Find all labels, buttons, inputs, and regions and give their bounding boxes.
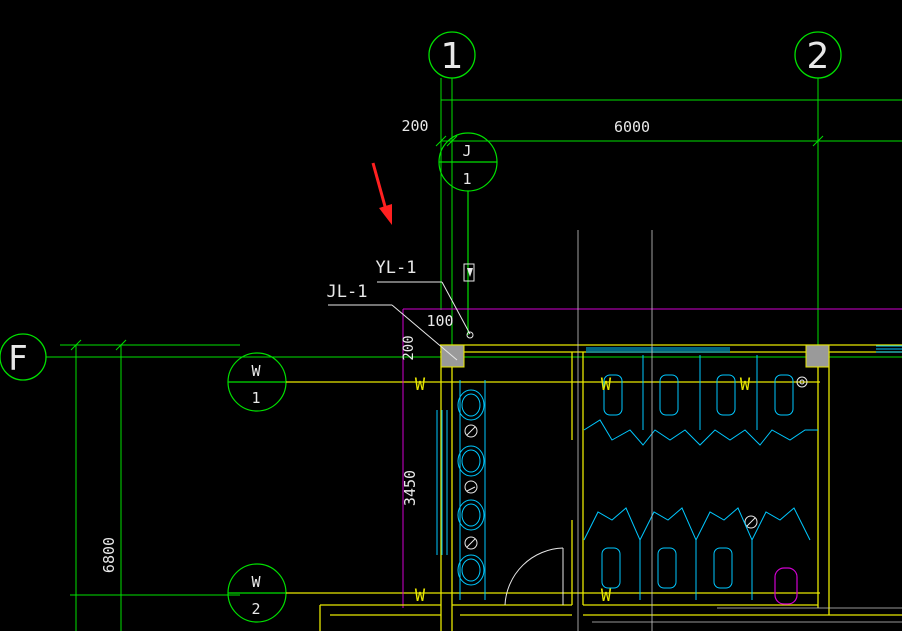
dimension-tick — [115, 339, 127, 351]
floor-drain — [744, 515, 758, 529]
windows — [436, 345, 902, 600]
valve-icon — [467, 268, 473, 277]
floor-drain — [464, 480, 478, 494]
toilet-stalls-top — [583, 355, 818, 446]
dimension-6000: 6000 — [614, 118, 650, 136]
columns — [440, 344, 830, 368]
drain-bubble-w2-top: W — [251, 573, 261, 591]
dimension-200-top: 200 — [401, 117, 428, 135]
jl-leader-diagonal — [391, 304, 458, 361]
drain-marker: W — [415, 586, 426, 606]
accessible-toilet — [774, 567, 798, 605]
drain-marker: W — [601, 375, 612, 395]
drain-marker: W — [740, 375, 751, 395]
pipe-label-jl: JL-1 — [327, 282, 368, 302]
axis-label-2: 2 — [807, 36, 830, 77]
riser-bubble-j1-bottom: 1 — [462, 170, 471, 188]
floor-drain — [464, 424, 478, 438]
toilet-bowl — [713, 547, 733, 589]
washbasin — [457, 389, 485, 421]
toilet-bowl — [657, 547, 677, 589]
drain-bubbles — [227, 352, 287, 623]
toilet-stalls-bottom — [583, 507, 811, 600]
axis-bubble-2 — [794, 31, 842, 79]
floor-drain — [464, 536, 478, 550]
axis-label-f: F — [8, 339, 28, 379]
axis-bubbles — [0, 31, 842, 381]
door-swing — [504, 547, 564, 606]
dimension-lines — [60, 99, 902, 631]
toilet-bowl — [774, 374, 794, 416]
toilet-bowl — [716, 374, 736, 416]
dimension-tick — [435, 135, 447, 147]
washbasins — [457, 389, 485, 586]
walls — [319, 344, 902, 631]
axis-bubble-1 — [428, 31, 476, 79]
column-2 — [805, 344, 830, 368]
drain-bubble-w2-bottom: 2 — [251, 600, 260, 618]
toilet-bowl — [603, 374, 623, 416]
dimension-200-side: 200 — [401, 335, 417, 360]
boundary-lines — [402, 308, 902, 608]
yl-leader-diagonal — [441, 281, 471, 335]
dimension-tick — [812, 135, 824, 147]
toilet-bowl — [659, 374, 679, 416]
riser-point — [466, 331, 474, 339]
door — [504, 547, 564, 606]
riser-bubble-j1-top: J — [462, 142, 471, 160]
drain-pipes — [286, 381, 820, 594]
dimension-tick — [70, 339, 82, 351]
drain-marker: W — [601, 586, 612, 606]
pipe-leaders — [328, 263, 475, 361]
valve-symbol — [463, 263, 475, 282]
aux-lines — [577, 230, 902, 631]
cleanout — [796, 376, 808, 388]
dimension-100: 100 — [426, 312, 453, 330]
washbasin — [457, 554, 485, 586]
floor-drains — [464, 376, 808, 550]
dimension-6800: 6800 — [100, 537, 118, 573]
riser-bubble-j1 — [438, 132, 498, 335]
washbasin — [457, 499, 485, 531]
drain-bubble-w1-top: W — [251, 362, 261, 380]
drain-bubble-w1-bottom: 1 — [251, 389, 260, 407]
pipe-label-yl: YL-1 — [376, 258, 417, 278]
dimension-tick — [446, 135, 458, 147]
toilet-bowl — [601, 547, 621, 589]
washbasin — [457, 445, 485, 477]
axis-label-1: 1 — [441, 36, 464, 77]
red-arrow-icon — [371, 162, 392, 225]
axis-bubble-f — [0, 333, 47, 381]
drain-marker: W — [415, 375, 426, 395]
dimension-3450: 3450 — [401, 470, 419, 506]
